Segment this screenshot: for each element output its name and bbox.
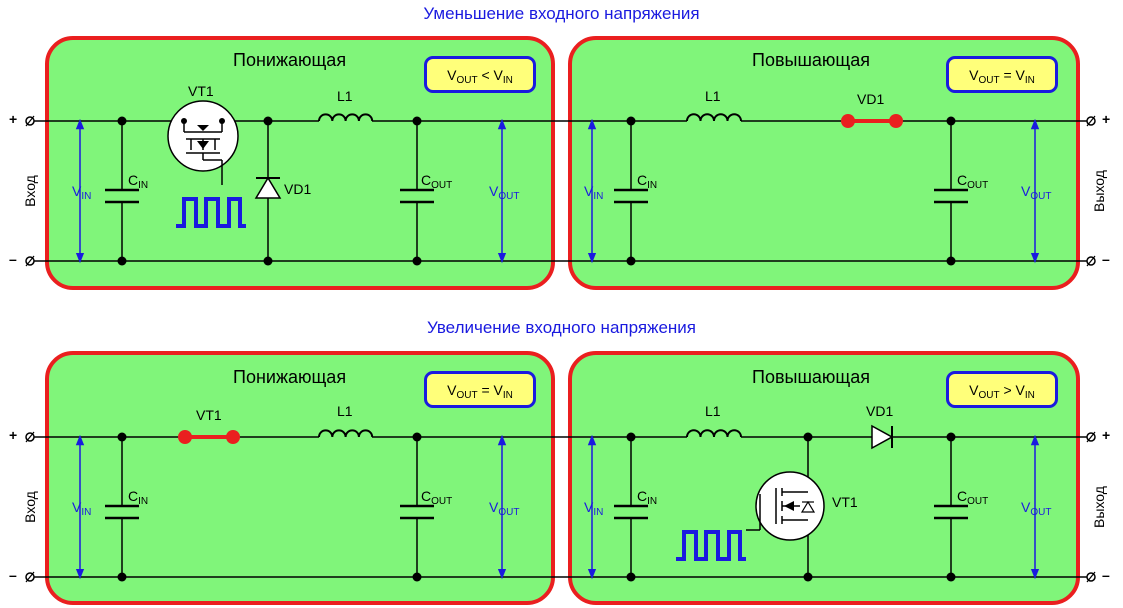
label-vt1-top: VT1 bbox=[188, 83, 214, 99]
badge-boost-bottom: VOUT > VIN bbox=[946, 371, 1058, 408]
label-l1-top-right: L1 bbox=[705, 88, 721, 104]
label-l1-bottom-right: L1 bbox=[705, 403, 721, 419]
panel-title-buck-bottom: Понижающая bbox=[233, 367, 347, 387]
diode-vd1-boost bbox=[871, 424, 894, 450]
mosfet-vt1-boost bbox=[746, 471, 825, 541]
label-vd1-top-left: VD1 bbox=[284, 181, 312, 197]
label-cout-top-right: COUT bbox=[957, 172, 989, 191]
output-label-bottom: Выход bbox=[1091, 486, 1107, 528]
capacitors bbox=[105, 188, 968, 520]
plus-out-bottom: + bbox=[1102, 427, 1111, 443]
label-vin-top-left: VIN bbox=[72, 183, 92, 202]
label-l1-top-left: L1 bbox=[337, 88, 353, 104]
diode-vd1-buck bbox=[254, 176, 282, 199]
badge-buck-bottom: VOUT = VIN bbox=[424, 371, 536, 408]
label-vd1-bottom-right: VD1 bbox=[866, 403, 894, 419]
label-vin-bottom-left: VIN bbox=[72, 499, 92, 518]
label-vout-top-right: VOUT bbox=[1021, 183, 1052, 202]
inductors bbox=[318, 113, 742, 438]
pwm-waveforms bbox=[176, 197, 746, 561]
panel-title-boost-bottom: Повышающая bbox=[752, 367, 870, 387]
voltage-arrows bbox=[75, 118, 1040, 580]
input-label-bottom: Вход bbox=[22, 491, 38, 523]
short-vt1 bbox=[178, 430, 240, 444]
terminal-slashes bbox=[25, 115, 1096, 583]
label-l1-bottom-left: L1 bbox=[337, 403, 353, 419]
badge-buck-top: VOUT < VIN bbox=[424, 56, 536, 93]
panel-title-boost-top: Повышающая bbox=[752, 50, 870, 70]
section-title-decrease: Уменьшение входного напряжения bbox=[423, 4, 700, 23]
section-title-increase: Увеличение входного напряжения bbox=[427, 318, 696, 337]
badge-boost-top: VOUT = VIN bbox=[946, 56, 1058, 93]
label-cin-bottom-right: CIN bbox=[637, 488, 658, 507]
short-vd1 bbox=[841, 114, 903, 128]
input-label-top: Вход bbox=[22, 175, 38, 207]
mosfet-vt1-buck bbox=[167, 100, 239, 185]
label-vout-top-left: VOUT bbox=[489, 183, 520, 202]
label-vin-top-right: VIN bbox=[584, 183, 604, 202]
label-cout-top-left: COUT bbox=[421, 172, 453, 191]
junctions bbox=[117, 116, 956, 582]
panel-bottom-left bbox=[45, 351, 555, 605]
wires bbox=[32, 120, 1089, 578]
minus-in-top: – bbox=[9, 251, 17, 267]
plus-in-top: + bbox=[9, 111, 18, 127]
label-vd1-top-right: VD1 bbox=[857, 91, 885, 107]
label-cout-bottom-right: COUT bbox=[957, 488, 989, 507]
output-label-top: Выход bbox=[1091, 170, 1107, 212]
label-cin-bottom-left: CIN bbox=[128, 488, 149, 507]
minus-out-bottom: – bbox=[1102, 567, 1110, 583]
label-cin-top-left: CIN bbox=[128, 172, 149, 191]
label-cin-top-right: CIN bbox=[637, 172, 658, 191]
label-vin-bottom-right: VIN bbox=[584, 499, 604, 518]
plus-out-top: + bbox=[1102, 111, 1111, 127]
label-cout-bottom-left: COUT bbox=[421, 488, 453, 507]
minus-out-top: – bbox=[1102, 251, 1110, 267]
panel-title-buck-top: Понижающая bbox=[233, 50, 347, 70]
label-vout-bottom-left: VOUT bbox=[489, 499, 520, 518]
minus-in-bottom: – bbox=[9, 567, 17, 583]
plus-in-bottom: + bbox=[9, 427, 18, 443]
label-vt1-bottom-left: VT1 bbox=[196, 407, 222, 423]
label-vt1-bottom-right: VT1 bbox=[832, 494, 858, 510]
label-vout-bottom-right: VOUT bbox=[1021, 499, 1052, 518]
panel-top-left bbox=[45, 36, 555, 290]
